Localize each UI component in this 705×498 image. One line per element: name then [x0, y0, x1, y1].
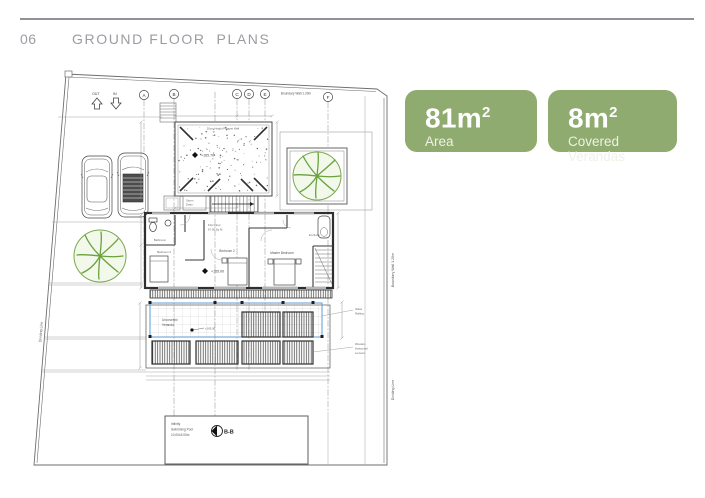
deck-posts — [148, 301, 324, 338]
page-number: 06 — [20, 31, 37, 47]
area-label: Area — [425, 134, 454, 150]
section-marker-bb: B-B — [211, 425, 234, 437]
car-left — [80, 155, 114, 219]
first-floor-label-1: First Floor — [208, 223, 221, 227]
toilet-icon — [148, 217, 158, 232]
grid-marker-e: E — [260, 89, 270, 99]
side-yard — [279, 131, 373, 211]
svg-text:C: C — [235, 92, 239, 97]
roof-terrace: 20cm Height Parapet Wall +165.70 — [174, 121, 273, 197]
storm-drain: Storm Drain — [163, 195, 207, 211]
building: Bathroom Bedroom 3 First Floor 67.00 Sq … — [143, 211, 335, 290]
veranda-level-marker-icon — [190, 328, 194, 332]
in-arrow-icon — [110, 97, 122, 110]
tree-right-icon — [292, 151, 342, 201]
car-right — [116, 152, 150, 218]
uncovered-veranda-label-2: Veranda — [162, 323, 174, 327]
covered-veranda-strip — [149, 289, 333, 299]
page-title: GROUND FLOOR PLANS — [72, 31, 271, 47]
floor-level-marker-icon — [202, 268, 208, 274]
out-label: OUT — [92, 92, 100, 96]
interior-stairs — [314, 247, 333, 285]
terrace-lines — [41, 116, 162, 373]
header-rule — [20, 18, 694, 20]
dividing-line-right-label: Dividing Line — [391, 380, 395, 401]
deck-panels — [151, 311, 314, 365]
grid-marker-a: A — [139, 90, 149, 100]
roof-level: +165.70 — [201, 154, 214, 158]
sink-icon — [164, 219, 172, 227]
dividing-line-left-label: Dividing Line — [38, 322, 43, 343]
entrance-steps — [209, 195, 259, 213]
louvers-label-1: Wooden — [355, 342, 366, 346]
veranda-level: +165.00 — [205, 327, 216, 331]
pool-label-2: Swimming Pool — [171, 428, 193, 432]
direction-arrows: OUT IN — [91, 92, 122, 110]
bedroom2-label: Bedroom 2 — [219, 249, 235, 253]
in-label: IN — [113, 92, 117, 96]
glass-railing-label-1: Glass — [355, 307, 363, 311]
misc-lines — [327, 96, 366, 465]
grid-marker-c: C — [232, 89, 242, 99]
right-annotations: Glass Railing Wooden Horizontal Louvers … — [38, 253, 395, 400]
grid-marker-f: F — [323, 92, 333, 102]
svg-text:B: B — [172, 92, 175, 97]
bed-bedroom2 — [221, 257, 248, 286]
roof-level-marker-icon — [192, 152, 198, 158]
plot-boundary — [33, 70, 388, 466]
ensuite-label: En-Suite — [309, 233, 320, 237]
bed-bedroom3 — [149, 255, 169, 283]
glass-railing-label-2: Railing — [355, 312, 364, 316]
parapet-label: 20cm Height Parapet Wall — [207, 127, 240, 131]
first-floor-label-2: 67.00 Sq M — [208, 228, 223, 232]
verandas-value: 8m2 — [568, 102, 618, 134]
area-badge: 81m2 Area — [405, 90, 537, 152]
section-label: B-B — [224, 430, 234, 436]
storm-drain-label-2: Drain — [186, 203, 193, 207]
pool-label-1: Infinity — [171, 422, 181, 426]
floor-level: +165.00 — [211, 270, 224, 274]
storm-drain-label-1: Storm — [186, 199, 194, 203]
svg-text:F: F — [327, 95, 330, 100]
floor-plan: OUT IN A B C D E F Boundary Wall 1.20m — [22, 60, 402, 472]
verandas-label: Covered Verandas — [568, 134, 626, 165]
tree-left-icon — [73, 229, 127, 283]
floor-plan-svg: OUT IN A B C D E F Boundary Wall 1.20m — [33, 70, 395, 466]
boundary-wall-right-label: Boundary Wall 1.20m — [391, 253, 395, 287]
grid-marker-d: D — [244, 89, 254, 99]
bed-master — [267, 258, 302, 286]
uncovered-veranda-label-1: Uncovered — [162, 318, 178, 322]
bathtub-icon — [317, 215, 331, 239]
area-value: 81m2 — [425, 102, 491, 134]
out-arrow-icon — [91, 97, 103, 110]
gravel-stipple — [178, 126, 269, 192]
boundary-wall-top-label: Boundary Wall 1.20m — [281, 92, 312, 96]
bathroom-label: Bathroom — [154, 238, 167, 242]
svg-text:E: E — [263, 92, 266, 97]
svg-text:A: A — [142, 93, 146, 98]
verandas-badge: 8m2 Covered Verandas — [548, 90, 677, 164]
upper-stairs — [159, 102, 177, 123]
dimension-lines — [138, 114, 344, 370]
louvers-label-3: Louvers — [355, 351, 366, 355]
bedroom3-label: Bedroom 3 — [157, 250, 171, 254]
pool-label-3: 10.00x3.00m — [171, 433, 190, 437]
louvers-label-2: Horizontal — [355, 347, 368, 351]
grid-marker-b: B — [169, 89, 179, 99]
master-bedroom-label: Master Bedroom — [270, 251, 294, 255]
swimming-pool: Infinity Swimming Pool 10.00x3.00m B-B — [164, 415, 309, 465]
svg-text:D: D — [247, 92, 251, 97]
veranda: Uncovered Veranda +165.00 — [145, 289, 333, 381]
